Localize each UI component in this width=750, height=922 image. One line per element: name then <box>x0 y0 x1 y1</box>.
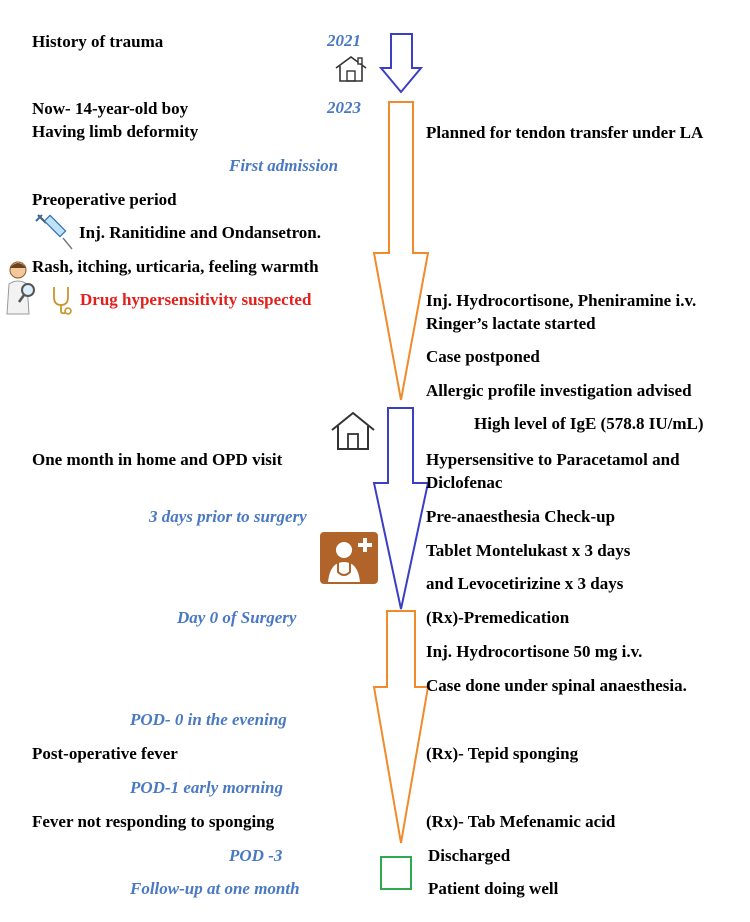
ringer-lactate-text: Ringer’s lactate started <box>426 314 596 333</box>
limb-deformity-text: Having limb deformity <box>32 122 199 141</box>
arrow-surgery <box>372 610 430 844</box>
pod0-evening-label: POD- 0 in the evening <box>130 710 287 729</box>
inj-ranitidine-text: Inj. Ranitidine and Ondansetron. <box>79 223 322 242</box>
case-postponed-text: Case postponed <box>426 347 540 366</box>
premedication-text: (Rx)-Premedication <box>426 608 570 627</box>
montelukast-text: Tablet Montelukast x 3 days <box>426 541 631 560</box>
year-2023-label: 2023 <box>327 98 361 117</box>
followup-label: Follow-up at one month <box>130 879 300 898</box>
stethoscope-icon <box>53 287 72 315</box>
drug-hypersensitivity-text: Drug hypersensitivity suspected <box>80 290 312 309</box>
allergic-profile-text: Allergic profile investigation advised <box>426 381 692 400</box>
arrow-2021 <box>378 33 424 94</box>
doctor-icon <box>6 261 35 315</box>
house-icon <box>335 56 367 82</box>
hypersensitive-paracetamol-text: Hypersensitive to Paracetamol and <box>426 450 680 469</box>
arrow-home-opd <box>372 407 430 610</box>
discharged-text: Discharged <box>428 846 511 865</box>
mefenamic-text: (Rx)- Tab Mefenamic acid <box>426 812 616 831</box>
planned-tendon-text: Planned for tendon transfer under LA <box>426 123 704 142</box>
patient-age-text: Now- 14-year-old boy <box>32 99 189 118</box>
one-month-home-text: One month in home and OPD visit <box>32 450 283 469</box>
history-trauma-text: History of trauma <box>32 32 164 51</box>
arrow-first-admission <box>372 101 430 401</box>
pod3-label: POD -3 <box>229 846 283 865</box>
house-icon <box>331 411 375 450</box>
fever-not-responding-text: Fever not responding to sponging <box>32 812 275 831</box>
inj-hydrocortisone-50-text: Inj. Hydrocortisone 50 mg i.v. <box>426 642 643 661</box>
pre-anaesthesia-text: Pre-anaesthesia Check-up <box>426 507 616 526</box>
ige-level-text: High level of IgE (578.8 IU/mL) <box>474 414 704 433</box>
patient-doing-well-text: Patient doing well <box>428 879 559 898</box>
discharge-box <box>380 856 412 890</box>
inj-hydrocortisone-text: Inj. Hydrocortisone, Pheniramine i.v. <box>426 291 697 310</box>
pod1-morning-label: POD-1 early morning <box>130 778 283 797</box>
three-days-prior-label: 3 days prior to surgery <box>149 507 307 526</box>
doctor-badge-icon <box>320 532 378 584</box>
rash-text: Rash, itching, urticaria, feeling warmth <box>32 257 319 276</box>
day0-surgery-label: Day 0 of Surgery <box>177 608 297 627</box>
levocetirizine-text: and Levocetirizine x 3 days <box>426 574 624 593</box>
tepid-sponging-text: (Rx)- Tepid sponging <box>426 744 579 763</box>
diclofenac-text: Diclofenac <box>426 473 503 492</box>
first-admission-label: First admission <box>229 156 339 175</box>
preop-period-text: Preoperative period <box>32 190 177 209</box>
year-2021-label: 2021 <box>327 31 361 50</box>
post-op-fever-text: Post-operative fever <box>32 744 178 763</box>
syringe-icon <box>35 214 73 250</box>
spinal-anaesthesia-text: Case done under spinal anaesthesia. <box>426 676 687 695</box>
